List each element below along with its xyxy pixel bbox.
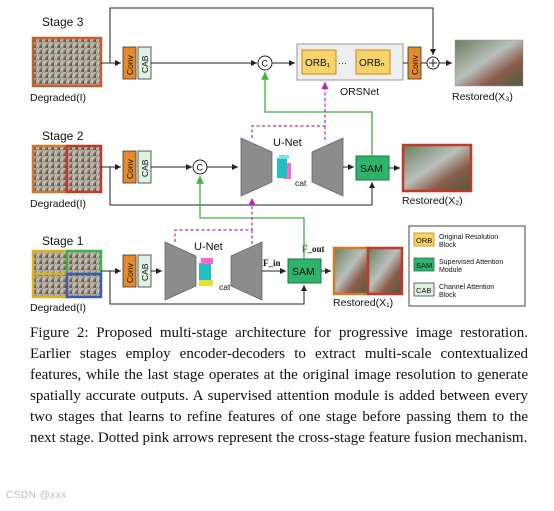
caption-label: Figure 2: [30,325,89,341]
svg-text:Conv: Conv [125,54,135,75]
stage-1-unet-label: U-Net [194,241,223,253]
svg-text:CAB: CAB [140,263,150,281]
stage-2-unet-label: U-Net [273,137,302,149]
stage-3-label: Stage 3 [42,15,84,29]
svg-text:SAM: SAM [360,163,383,175]
stage-2-unet-encoder [240,137,273,197]
svg-text:Conv: Conv [125,262,135,283]
svg-text:Conv: Conv [125,158,135,179]
stage-1-patch-bl [31,272,69,299]
stage-2-output-image [401,143,473,193]
stage-3-output-image [454,39,524,87]
svg-text:ORB: ORB [416,236,432,245]
stage-3-conv [122,46,137,80]
stage-1-conv [122,254,137,288]
stage-1-output-right [366,246,404,296]
svg-text:F_out: F_out [302,244,325,254]
stage-1-unet-decoder [230,241,263,301]
svg-text:CAB: CAB [140,159,150,177]
svg-text:SAM: SAM [292,266,315,278]
stage-1: Stage 1 Degraded(I) Conv CAB U-Net cat F… [30,176,404,314]
orb-n [355,49,391,75]
orb-1 [301,49,337,75]
svg-text:CAB: CAB [140,55,150,73]
stage-2-sam [355,155,390,181]
stage-3: Stage 3 Degraded(I) Conv CAB C ORB₁ ··· … [30,7,524,104]
stage-3-input-label: Degraded(I) [30,92,86,104]
stage-1-patch-br [65,272,103,299]
stage-1-patch-tl [31,249,69,276]
svg-text:···: ··· [338,58,347,68]
stage-1-sam [287,258,322,284]
orsnet-label: ORSNet [340,86,379,98]
stage-1-unet-encoder [164,241,197,301]
stage-2-input-label: Degraded(I) [30,198,86,210]
svg-text:C: C [197,163,204,173]
watermark: CSDN @xxx [6,490,67,501]
stage-2-conv [122,150,137,184]
figure-caption: Figure 2: Proposed multi-stage architect… [30,323,528,449]
stage-3-input-image [31,36,103,88]
svg-text:C: C [262,59,269,69]
svg-text:cat: cat [295,178,307,188]
stage-1-patch-tr [65,249,103,276]
stage-1-output-left [332,246,370,296]
svg-text:CAB: CAB [416,286,431,295]
svg-text:F_in: F_in [263,258,281,268]
stage-1-label: Stage 1 [42,234,84,248]
caption-text: Proposed multi-stage architecture for pr… [30,325,528,446]
svg-text:ORB₁: ORB₁ [305,58,331,69]
svg-text:SAM: SAM [416,261,432,270]
svg-text:Conv: Conv [410,54,420,75]
svg-text:ORBₙ: ORBₙ [359,58,385,69]
stage-2: Stage 2 Degraded(I) Conv CAB C U-Net cat… [30,72,473,210]
stage-2-unet-decoder [311,137,344,197]
stage-1-input-label: Degraded(I) [30,302,86,314]
stage-2-input-image-right [65,144,103,194]
stage-2-input-image-left [31,144,69,194]
stage-2-output-label: Restored(X₂) [402,195,463,207]
stage-3-output-label: Restored(X₃) [452,91,513,103]
svg-text:cat: cat [219,282,231,292]
stage-1-output-label: Restored(X₁) [333,297,393,309]
stage-2-label: Stage 2 [42,129,84,143]
